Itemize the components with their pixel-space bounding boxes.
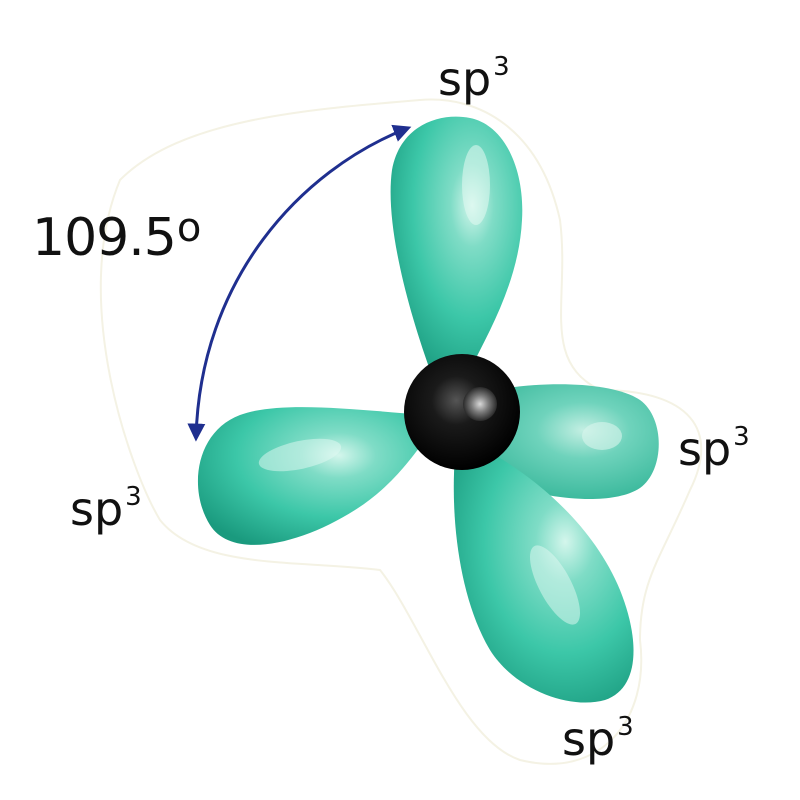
orbital-lobe-bottom <box>453 455 634 703</box>
nucleus <box>404 354 520 470</box>
bond-angle-label: 109.5o <box>32 208 201 264</box>
bond-angle-arrow <box>187 124 412 442</box>
bond-angle-value: 109.5 <box>32 208 177 268</box>
orbital-label-left: sp3 <box>70 481 142 536</box>
orbital-lobe-top <box>390 116 523 370</box>
orbital-label-bottom: sp3 <box>562 711 634 766</box>
orbital-label-top: sp3 <box>438 51 510 106</box>
bond-angle-degree-mark: o <box>176 205 202 251</box>
orbital-lobe-left <box>197 407 425 545</box>
orbital-label-right: sp3 <box>678 421 750 476</box>
halo-outline <box>99 98 703 765</box>
